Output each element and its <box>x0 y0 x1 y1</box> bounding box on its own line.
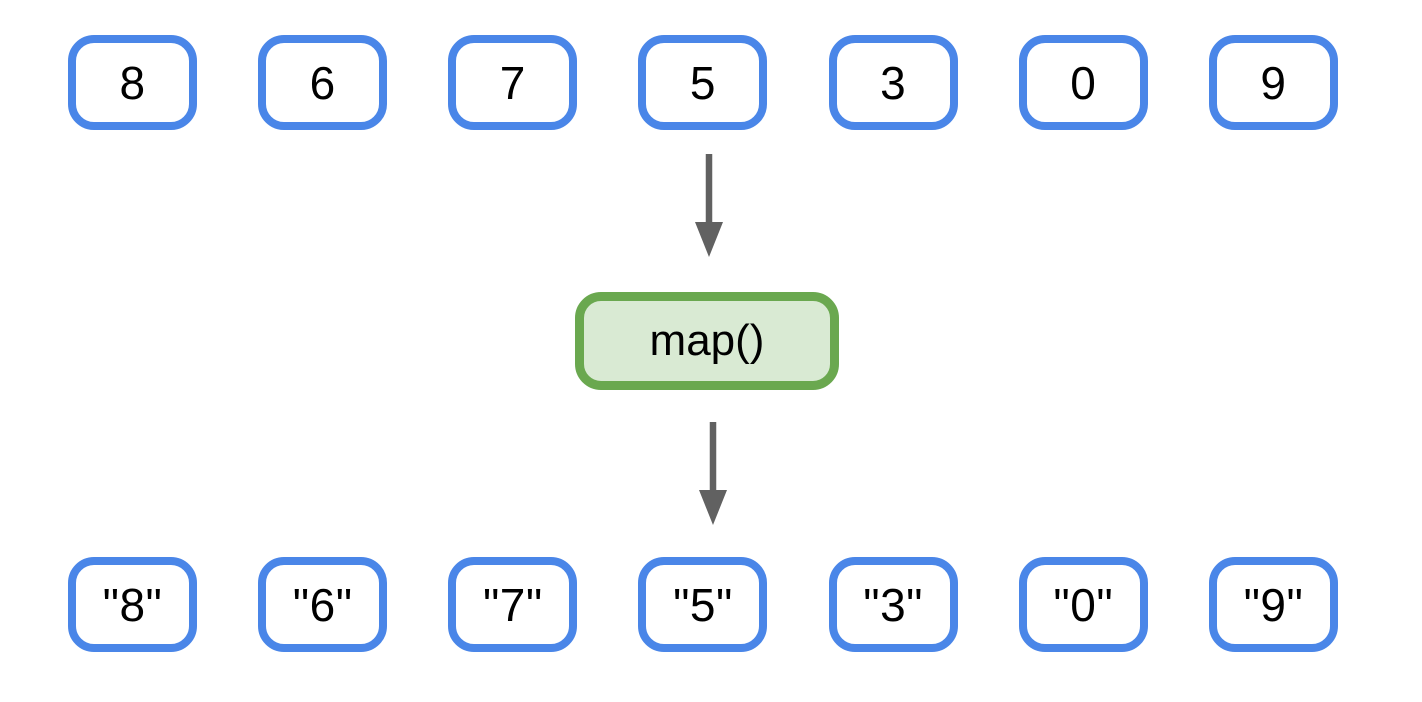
input-item: 7 <box>448 35 578 130</box>
output-item: "0" <box>1018 557 1148 652</box>
map-function-box: map() <box>575 292 839 390</box>
input-item: 9 <box>1208 35 1338 130</box>
input-item: 6 <box>258 35 388 130</box>
output-item: "6" <box>258 557 388 652</box>
input-item: 5 <box>638 35 768 130</box>
down-arrow-icon <box>695 154 723 257</box>
output-list-row: "8" "6" "7" "5" "3" "0" "9" <box>68 557 1338 652</box>
output-item: "3" <box>828 557 958 652</box>
output-item: "8" <box>68 557 197 652</box>
input-item: 8 <box>68 35 197 130</box>
output-item: "7" <box>448 557 578 652</box>
input-list-row: 8 6 7 5 3 0 9 <box>68 35 1338 130</box>
output-item: "9" <box>1208 557 1338 652</box>
down-arrow-icon <box>699 422 727 525</box>
output-item: "5" <box>638 557 768 652</box>
input-item: 3 <box>828 35 958 130</box>
input-item: 0 <box>1018 35 1148 130</box>
map-function-label: map() <box>649 316 765 365</box>
